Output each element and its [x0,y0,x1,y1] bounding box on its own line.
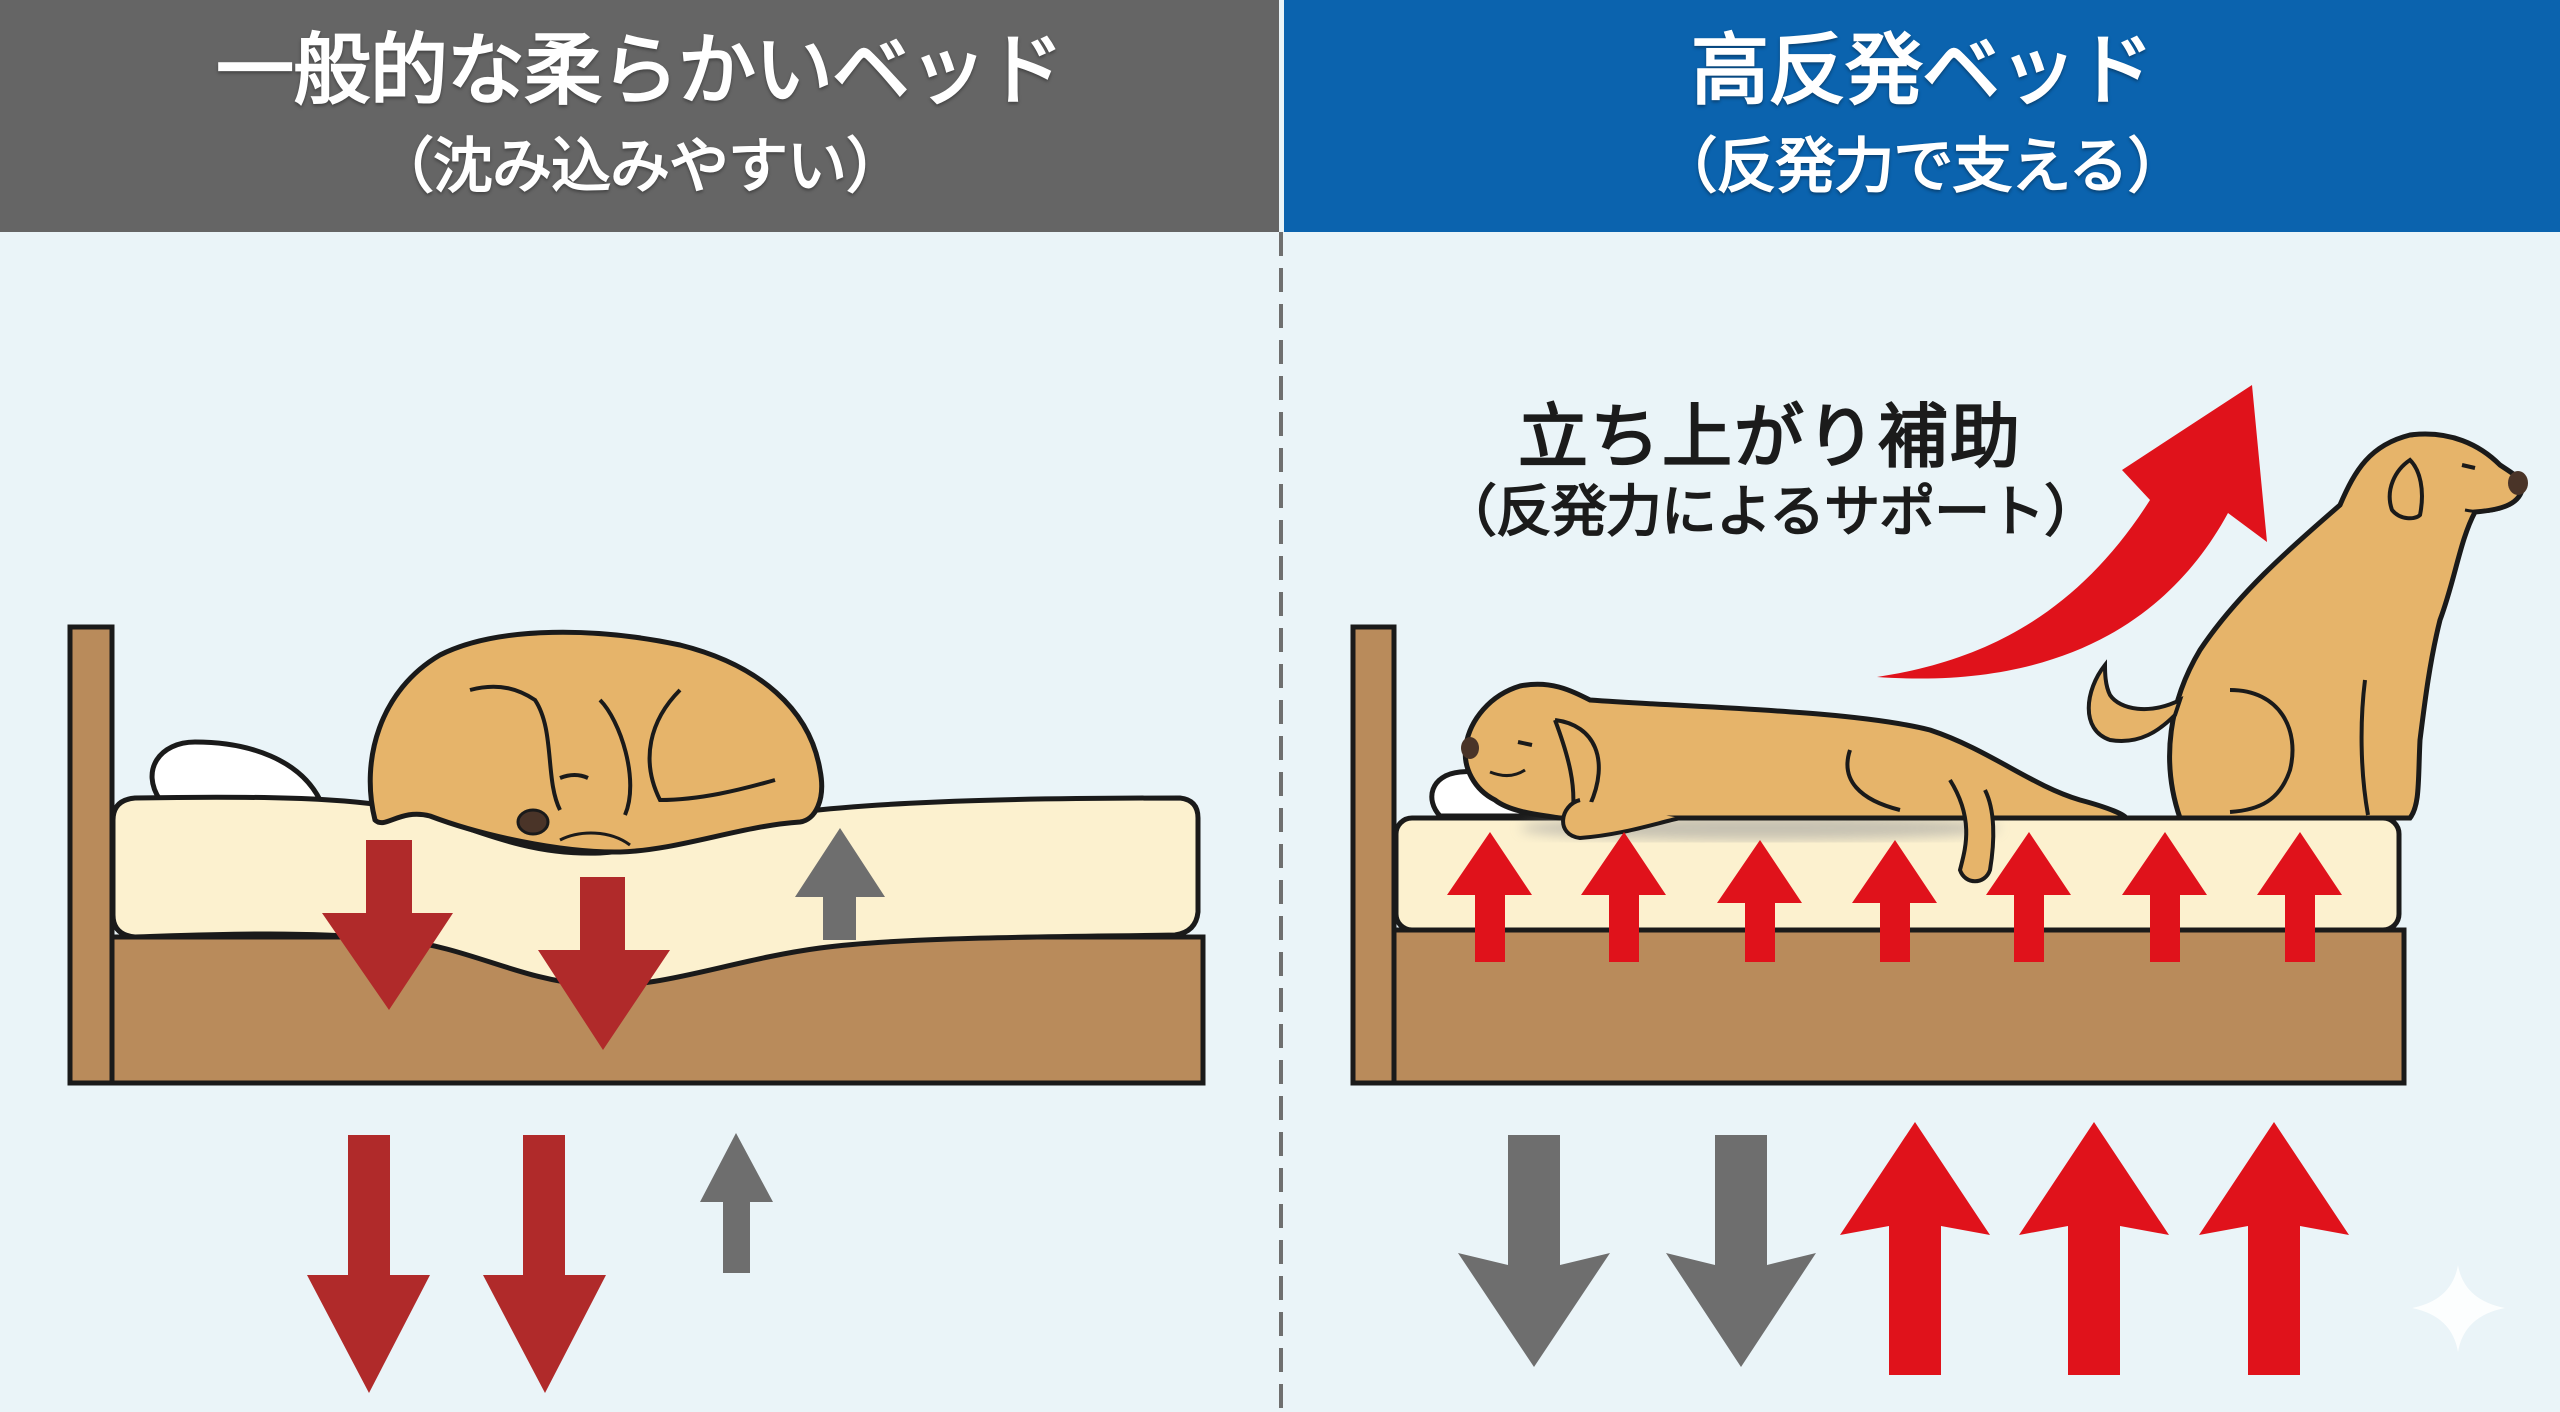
lying-dog [1461,681,2130,884]
left-force-arrows [307,1133,773,1393]
arrow-up-icon [1986,832,2071,962]
right-panel-header: 高反発ベッド （反発力で支える） [1284,0,2560,232]
left-mattress-arrows [322,828,885,1050]
arrow-down-icon [322,840,453,1010]
standing-assist-annotation: 立ち上がり補助 （反発力によるサポート） [1440,396,2100,548]
right-panel-title: 高反発ベッド [1690,26,2154,116]
arrow-up-icon [795,828,885,940]
left-headboard [67,624,115,1086]
annotation-line1: 立ち上がり補助 [1518,396,2022,478]
arrow-down-icon [1458,1135,1610,1367]
arrow-down-icon [538,877,670,1050]
left-panel-title: 一般的な柔らかいベッド [215,26,1064,116]
right-mattress-arrows [1447,832,2342,962]
arrow-up-icon [1840,1122,1990,1375]
arrow-up-icon [1447,832,1532,962]
left-bed-scene [67,624,1206,1086]
arrow-up-icon [1717,840,1802,962]
arrow-up-icon [1581,832,1666,962]
arrow-up-icon [2019,1122,2169,1375]
left-pillow [149,739,325,803]
annotation-line2: （反発力によるサポート） [1440,480,2100,545]
arrow-down-icon [1666,1135,1816,1367]
arrow-up-icon [700,1133,773,1273]
sparkle-icon [2412,1265,2505,1352]
left-panel-header: 一般的な柔らかいベッド （沈み込みやすい） [0,0,1279,232]
arrow-down-icon [483,1135,606,1393]
arrow-up-icon [2199,1122,2349,1375]
dashed-divider [1279,232,1283,1412]
arrow-up-icon [1852,840,1937,962]
arrow-up-icon [2122,832,2207,962]
left-panel-subtitle: （沈み込みやすい） [374,132,906,202]
right-headboard [1350,624,1397,1086]
right-panel-subtitle: （反発力で支える） [1657,132,2187,202]
sleeping-curled-dog [367,629,825,855]
right-bed-scene [1350,431,2528,1086]
arrow-down-icon [307,1135,430,1393]
curved-rise-arrow-icon [1877,385,2267,679]
right-force-arrows [1458,1122,2349,1375]
sitting-dog [2086,431,2528,821]
arrow-up-icon [2257,832,2342,962]
